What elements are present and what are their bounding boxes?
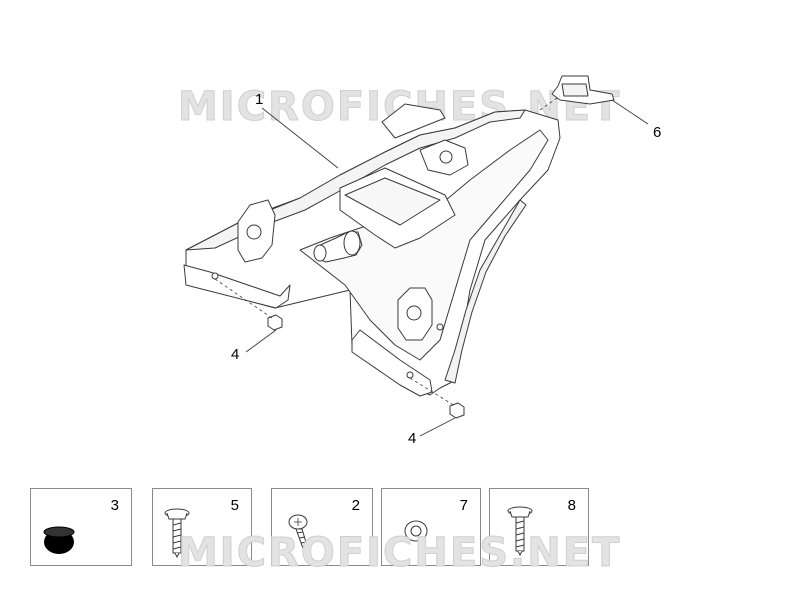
callout-part-6: 6 bbox=[653, 124, 662, 141]
washer-icon bbox=[404, 520, 428, 542]
part-box-number: 8 bbox=[567, 497, 576, 514]
housing-upper-tab bbox=[381, 103, 446, 139]
part-box-number: 2 bbox=[351, 497, 360, 514]
part-box-number: 7 bbox=[459, 497, 468, 514]
nut-upper bbox=[267, 314, 283, 331]
part-box-3: 3 bbox=[30, 488, 132, 566]
watermark-bottom: MICROFICHES.NET bbox=[177, 530, 622, 577]
part-box-number: 3 bbox=[110, 497, 119, 514]
part-box-7: 7 bbox=[381, 488, 481, 566]
flange-screw-icon bbox=[507, 506, 533, 557]
rubber-pad-icon bbox=[43, 526, 75, 554]
self-tapping-screw-icon bbox=[288, 514, 309, 552]
nut-lower bbox=[449, 402, 465, 419]
part-box-number: 5 bbox=[230, 497, 239, 514]
flange-screw-icon bbox=[164, 508, 190, 559]
part-box-8: 8 bbox=[489, 488, 589, 566]
callout-part-4: 4 bbox=[231, 346, 240, 363]
part-box-2: 2 bbox=[271, 488, 373, 566]
lower-left-flange bbox=[183, 264, 291, 309]
callout-part-1: 1 bbox=[255, 91, 264, 108]
right-curved-rib bbox=[444, 199, 527, 384]
callout-part-4-lower: 4 bbox=[408, 430, 417, 447]
part-box-5: 5 bbox=[152, 488, 252, 566]
